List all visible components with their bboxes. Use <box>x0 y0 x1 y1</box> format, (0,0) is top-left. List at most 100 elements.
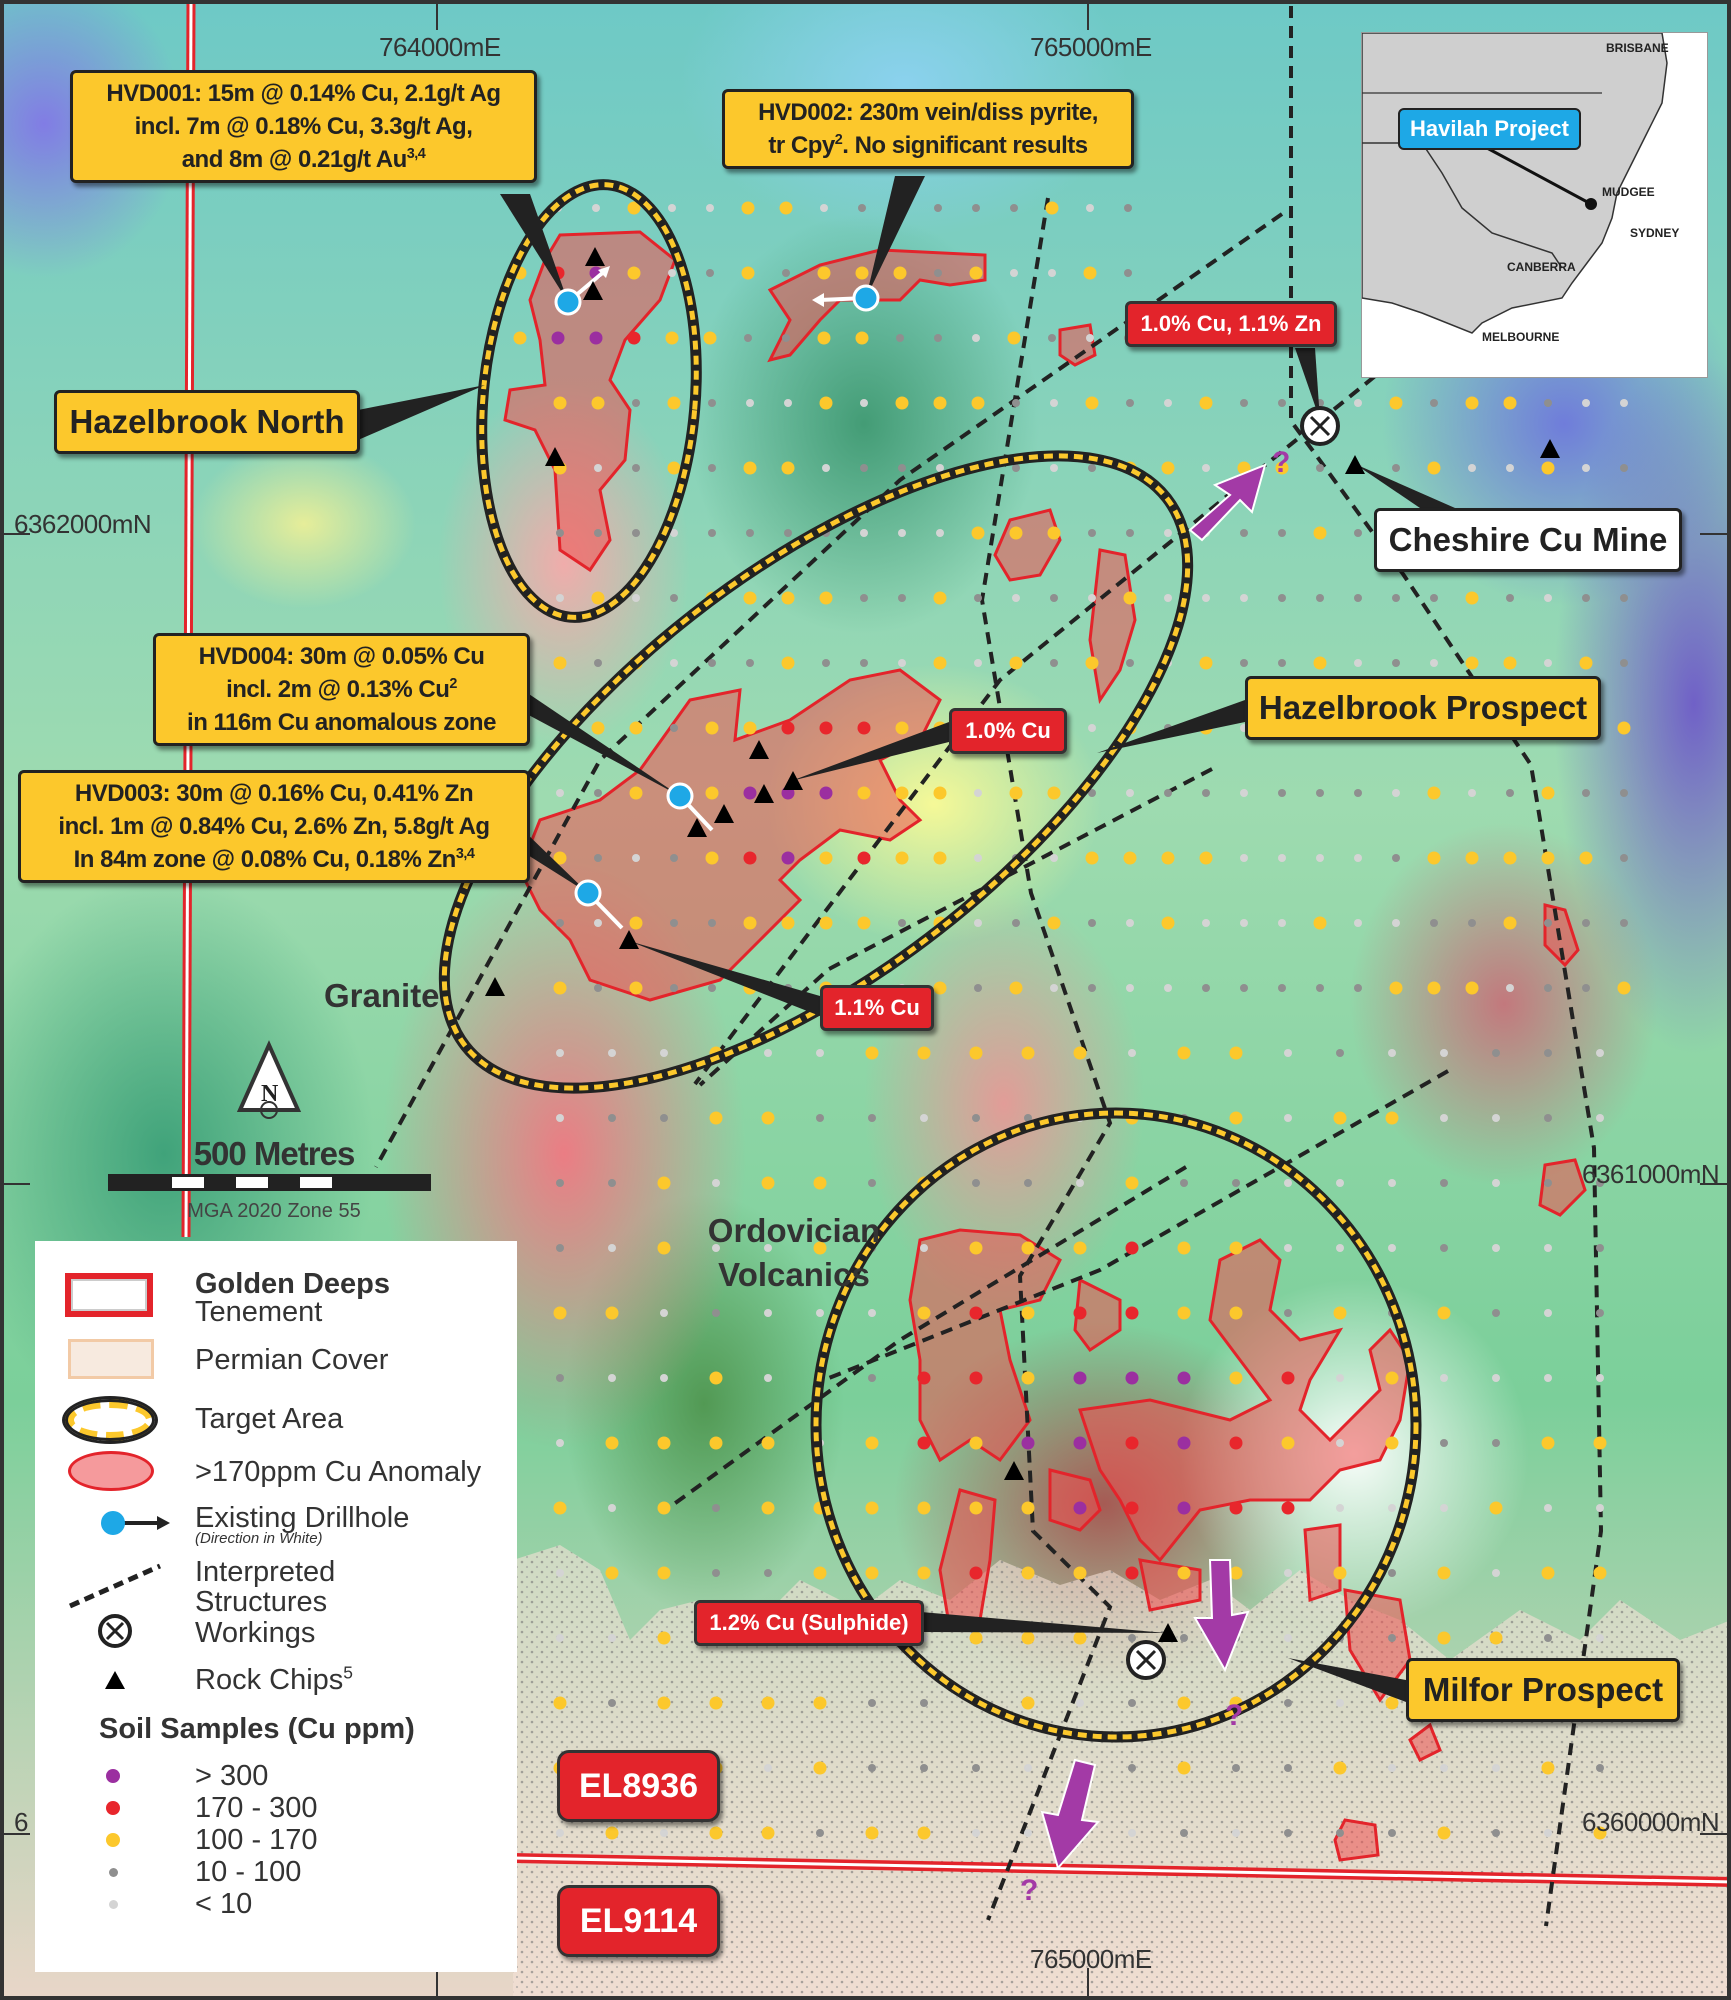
structure-line <box>828 1069 1449 1380</box>
legend-rock-chips: Rock Chips5 <box>195 1664 353 1696</box>
soil-sample-point <box>1440 1439 1448 1447</box>
soil-sample-point <box>1506 984 1514 992</box>
callout-hvd004: HVD004: 30m @ 0.05% Cu incl. 2m @ 0.13% … <box>153 633 530 746</box>
soil-sample-point <box>936 529 944 537</box>
soil-sample-point <box>1313 916 1327 930</box>
soil-sample-point <box>1240 399 1248 407</box>
soil-sample-point <box>709 1371 723 1385</box>
soil-sample-point <box>1012 919 1020 927</box>
soil-sample-point <box>1388 1179 1396 1187</box>
soil-sample-point <box>782 269 790 277</box>
soil-sample-point <box>1582 919 1590 927</box>
soil-sample-point <box>1582 594 1590 602</box>
soil-sample-point <box>1596 1634 1604 1642</box>
soil-sample-point <box>1284 1569 1292 1577</box>
soil-sample-point <box>761 1176 775 1190</box>
question-marks: ? ? ? <box>1020 446 1290 1907</box>
soil-sample-point <box>1388 1504 1396 1512</box>
city-brisbane: BRISBANE <box>1606 41 1669 55</box>
soil-sample-point <box>933 786 947 800</box>
rock-chip-icon <box>754 784 774 803</box>
soil-sample-point <box>865 1501 879 1515</box>
label-hazelbrook-prospect: Hazelbrook Prospect <box>1245 676 1601 740</box>
soil-sample-point <box>1202 789 1210 797</box>
soil-sample-point <box>1333 1111 1347 1125</box>
havilah-project-label: Havilah Project <box>1398 108 1581 150</box>
soil-sample-point <box>813 1241 827 1255</box>
soil-sample-point <box>1503 851 1517 865</box>
soil-sample-point <box>917 1046 931 1060</box>
soil-sample-point <box>969 1566 983 1580</box>
soil-sample-point <box>657 1501 671 1515</box>
rock-chip-icon <box>485 977 505 996</box>
soil-sample-point <box>1164 399 1172 407</box>
soil-sample-point <box>857 851 871 865</box>
soil-sample-point <box>1050 659 1058 667</box>
soil-sample-point <box>556 919 564 927</box>
soil-sample-point <box>974 659 982 667</box>
soil-sample-point <box>1177 1436 1191 1450</box>
tenement-symbol <box>65 1273 153 1317</box>
soil-sample-point <box>920 1699 928 1707</box>
soil-sample-point <box>608 1504 616 1512</box>
reference-superscript: 3,4 <box>455 846 475 862</box>
soil-sample-point <box>1336 1374 1344 1382</box>
soil-sample-point <box>895 851 909 865</box>
target-area-symbol <box>65 1399 155 1441</box>
soil-sample-point <box>1541 1566 1555 1580</box>
city-sydney: SYDNEY <box>1630 226 1680 240</box>
soil-sample-point <box>1278 529 1286 537</box>
soil-sample-point <box>969 1371 983 1385</box>
soil-sample-point <box>1336 1504 1344 1512</box>
soil-sample-point <box>1465 851 1479 865</box>
soil-sample-point <box>1085 396 1099 410</box>
reference-superscript: 2 <box>449 676 457 692</box>
soil-sample-point <box>974 594 982 602</box>
soil-sample-point <box>1503 916 1517 930</box>
soil-sample-point <box>933 656 947 670</box>
soil-sample-point <box>706 269 714 277</box>
soil-sample-point <box>1620 789 1628 797</box>
soil-sample-point <box>1085 656 1099 670</box>
soil-sample-point <box>1240 919 1248 927</box>
soil-sample-point <box>712 1504 720 1512</box>
soil-sample-point <box>1229 1371 1243 1385</box>
soil-sample-point <box>556 594 564 602</box>
soil-sample-point <box>591 591 605 605</box>
soil-sample-point <box>1126 789 1134 797</box>
soil-sample-point <box>784 529 792 537</box>
soil-sample-point <box>822 659 830 667</box>
soil-sample-point <box>1313 526 1327 540</box>
soil-sample-point <box>608 1049 616 1057</box>
soil-sample-point <box>1128 1699 1136 1707</box>
soil-sample-point <box>1541 461 1555 475</box>
soil-sample-point <box>1240 789 1248 797</box>
soil-sample-point <box>608 1114 616 1122</box>
soil-sample-point <box>817 331 831 345</box>
soil-sample-point <box>761 1826 775 1840</box>
soil-sample-point <box>1492 1114 1500 1122</box>
soil-sample-point <box>920 1114 928 1122</box>
soil-sample-point <box>627 201 641 215</box>
soil-sample-point <box>1021 1436 1035 1450</box>
soil-sample-point <box>1336 1829 1344 1837</box>
soil-sample-point <box>746 659 754 667</box>
soil-sample-point <box>1541 1436 1555 1450</box>
soil-sample-point <box>1073 1241 1087 1255</box>
soil-sample-point <box>1088 919 1096 927</box>
soil-sample-point <box>1440 1504 1448 1512</box>
structure-symbol <box>68 1563 162 1609</box>
soil-sample-point <box>1128 1049 1136 1057</box>
soil-sample-point <box>1275 461 1289 475</box>
soil-sample-point <box>1284 1634 1292 1642</box>
soil-sample-point <box>1281 1371 1295 1385</box>
rock-chip-icon <box>1158 1623 1178 1642</box>
soil-sample-point <box>1506 789 1514 797</box>
soil-sample-point <box>1582 984 1590 992</box>
soil-sample-point <box>1544 1829 1552 1837</box>
map-canvas: ? ? ? 764000mE 765000mE <box>4 4 1727 1996</box>
soil-sample-point <box>1544 1244 1552 1252</box>
soil-sample-point <box>969 1501 983 1515</box>
soil-sample-point <box>1278 594 1286 602</box>
soil-sample-point <box>1489 1501 1503 1515</box>
